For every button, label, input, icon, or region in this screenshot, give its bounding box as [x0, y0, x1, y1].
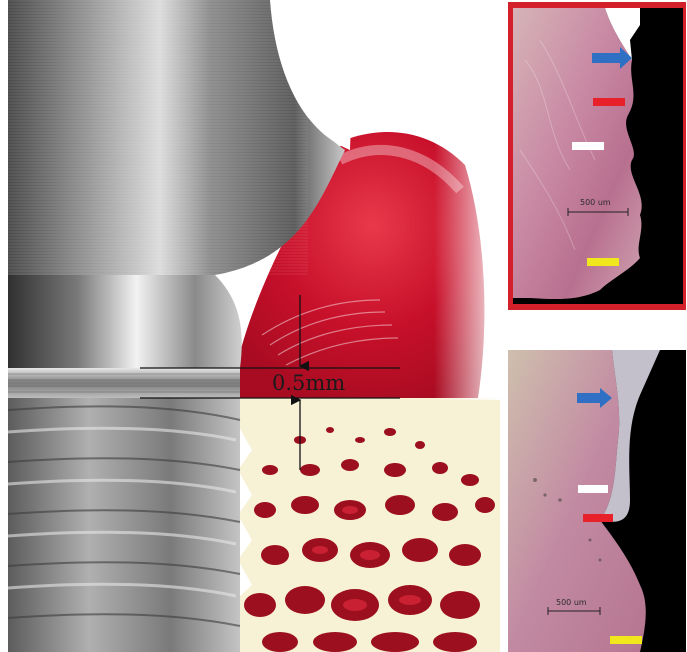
yellow-arrow — [587, 258, 619, 266]
red-arrow — [583, 514, 613, 522]
gap-measurement-label: 0.5mm — [272, 371, 345, 395]
white-arrow — [578, 485, 608, 493]
white-arrow — [572, 142, 604, 150]
implant-threads — [8, 398, 240, 652]
implant-collar — [8, 368, 240, 398]
scale-label: 500 um — [556, 598, 587, 607]
histology-panel-top: 500 um — [508, 2, 686, 310]
red-arrow — [593, 98, 625, 106]
abutment-neck — [8, 275, 242, 368]
scale-label: 500 um — [580, 198, 611, 207]
yellow-arrow — [610, 636, 642, 644]
implant-illustration: 0.5mm — [8, 0, 500, 652]
histology-panel-bottom: 500 um — [508, 350, 686, 652]
